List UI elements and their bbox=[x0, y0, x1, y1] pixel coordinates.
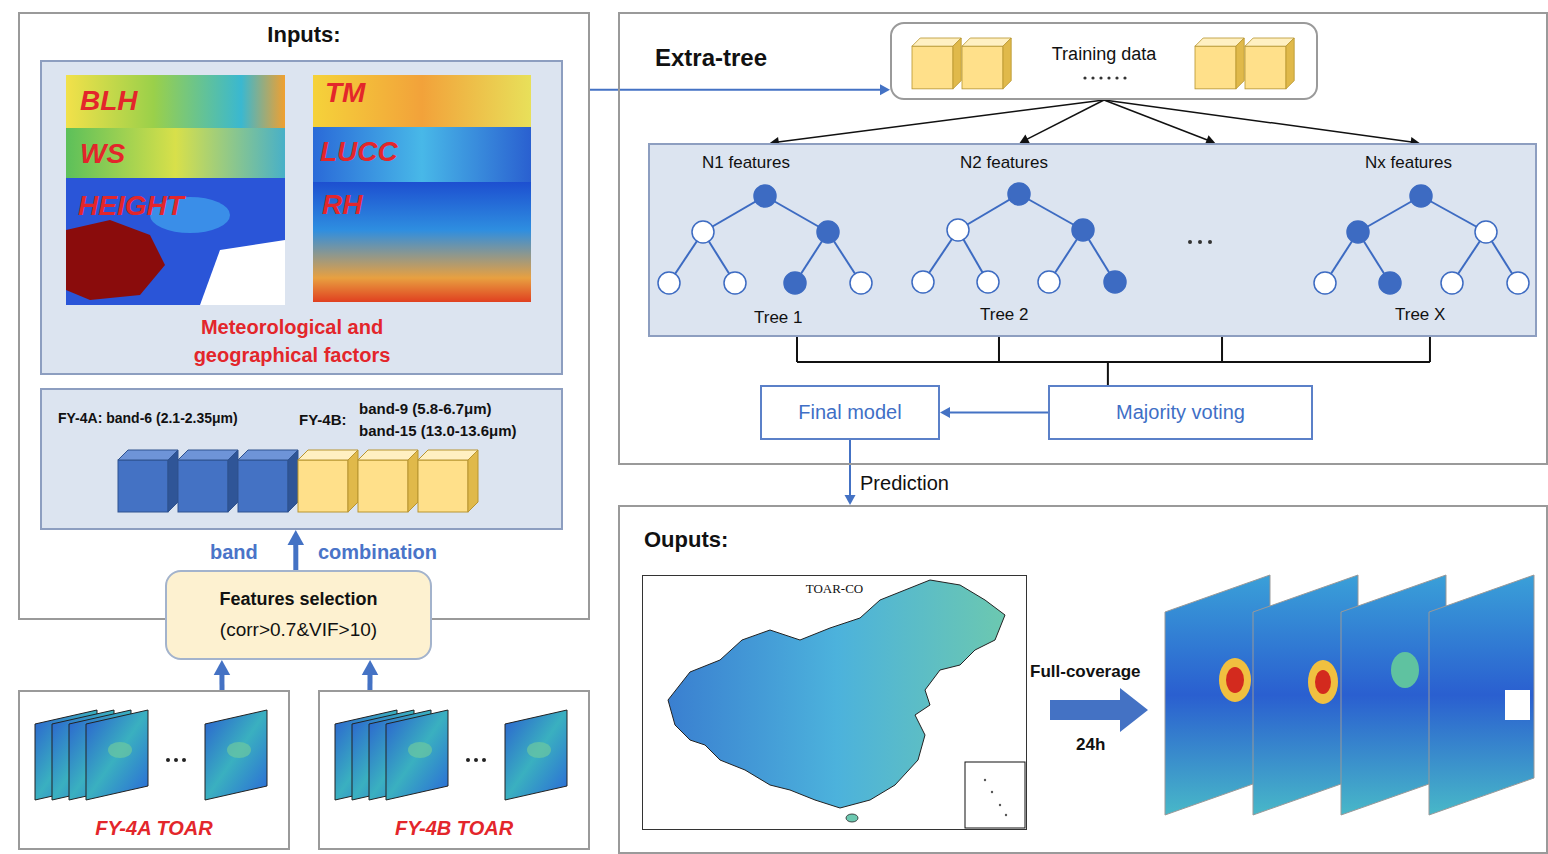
figure-label: RH bbox=[322, 188, 362, 222]
node-text: Nx features bbox=[1365, 153, 1452, 173]
figure-label: LUCC bbox=[320, 135, 398, 169]
figure-label: WS bbox=[80, 137, 125, 171]
model-panel: Extra-tree Training data N1 features N2 fea… bbox=[618, 12, 1548, 465]
training-cubes bbox=[912, 38, 1294, 89]
node-text: Tree 1 bbox=[754, 308, 803, 328]
china-map bbox=[668, 580, 1025, 828]
figure-label: TM bbox=[325, 76, 365, 110]
arrow-head bbox=[940, 407, 950, 418]
figure-label: combination bbox=[318, 540, 437, 564]
node-text: Extra-tree bbox=[655, 44, 767, 73]
node-text: (corr>0.7&VIF>10) bbox=[167, 619, 430, 642]
arrow-head bbox=[214, 660, 230, 675]
node-text: Ouputs: bbox=[644, 527, 728, 553]
data-box: FY-4A TOAR bbox=[18, 690, 290, 850]
data-box: FY-4B TOAR bbox=[318, 690, 590, 850]
figure-label: BLH bbox=[80, 84, 138, 118]
bands-panel: FY-4A: band-6 (2.1-2.35μm) FY-4B: band-9 (… bbox=[40, 388, 563, 530]
connector-line bbox=[1104, 100, 1413, 142]
factor-maps bbox=[66, 75, 531, 305]
trees-panel: N1 features N2 features Nx featuresTree 1 T… bbox=[648, 143, 1537, 337]
node-text: Tree X bbox=[1395, 305, 1445, 325]
connector bbox=[845, 440, 856, 505]
tree-drawings bbox=[658, 183, 1529, 294]
connector bbox=[1020, 100, 1104, 143]
arrow-head bbox=[880, 84, 890, 95]
connector-line bbox=[1104, 100, 1209, 141]
node-text: Final model bbox=[762, 400, 938, 424]
figure-label: band bbox=[210, 540, 258, 564]
figure-label: HEIGHT bbox=[78, 189, 184, 223]
edge-label: Prediction bbox=[858, 471, 951, 495]
connector bbox=[214, 660, 230, 690]
node-text: FY-4A TOAR bbox=[20, 816, 288, 840]
connector-line bbox=[1025, 100, 1104, 140]
connector bbox=[362, 660, 378, 690]
node-text: N2 features bbox=[960, 153, 1048, 173]
arrow-head bbox=[288, 530, 304, 545]
band-cubes bbox=[118, 450, 478, 512]
figure-label: Full-coverage bbox=[1030, 662, 1141, 682]
connector bbox=[1104, 100, 1420, 147]
figure-label: 24h bbox=[1076, 735, 1105, 755]
connector bbox=[590, 84, 890, 95]
connector-line bbox=[947, 412, 1048, 414]
connector-line bbox=[776, 100, 1104, 142]
connector-line bbox=[849, 440, 851, 498]
node-text: Features selection bbox=[167, 589, 430, 611]
node-text: Majority voting bbox=[1050, 400, 1311, 424]
node-text: N1 features bbox=[702, 153, 790, 173]
node-text: FY-4A: band-6 (2.1-2.35μm) bbox=[58, 410, 238, 427]
node-text: Training data bbox=[892, 44, 1316, 66]
coverage-arrow bbox=[1050, 688, 1148, 732]
connector-line bbox=[590, 89, 883, 91]
node-text: Inputs: bbox=[20, 22, 588, 48]
connector-line bbox=[797, 337, 1430, 385]
data-box: Training data bbox=[890, 22, 1318, 100]
arrow-head bbox=[362, 660, 378, 675]
node-text: band-15 (13.0-13.6μm) bbox=[359, 422, 517, 440]
connector bbox=[770, 100, 1104, 147]
connector bbox=[797, 337, 1430, 385]
process-box: Features selection (corr>0.7&VIF>10) bbox=[165, 570, 432, 660]
node-text: FY-4B TOAR bbox=[320, 816, 588, 840]
process-box: Majority voting bbox=[1048, 385, 1313, 440]
connector bbox=[1104, 100, 1215, 144]
arrow-head bbox=[1020, 135, 1030, 144]
process-box: Final model bbox=[760, 385, 940, 440]
node-text: Tree 2 bbox=[980, 305, 1029, 325]
arrow-head bbox=[845, 495, 856, 505]
output-map-stack bbox=[1165, 575, 1534, 815]
connector bbox=[940, 407, 1048, 418]
node-text: FY-4B: bbox=[299, 411, 347, 429]
connector bbox=[288, 530, 304, 570]
map-frame: TOAR-CO bbox=[642, 575, 1027, 830]
image-stacks bbox=[35, 710, 567, 800]
node-text: TOAR-CO bbox=[643, 581, 1026, 597]
node-text: band-9 (5.8-6.7μm) bbox=[359, 400, 492, 418]
node-text: Meteorological and geographical factors bbox=[172, 313, 412, 369]
